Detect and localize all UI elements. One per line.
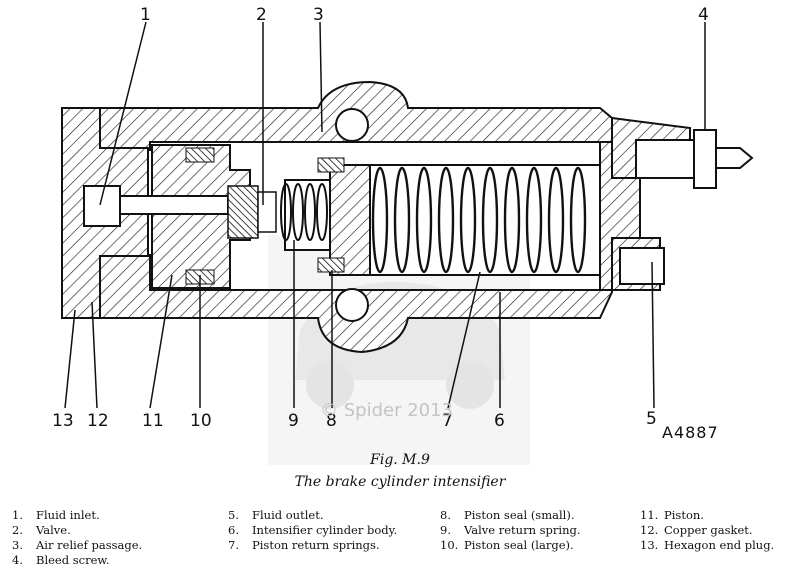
legend-text: Bleed screw. [36, 553, 110, 567]
watermark-text: © Spider 2013 [320, 400, 453, 421]
callout-3: 3 [313, 5, 324, 25]
valve [227, 185, 277, 239]
callout-5: 5 [646, 409, 657, 429]
legend-item: 7. Piston return springs. [228, 538, 397, 553]
legend-item: 8. Piston seal (small). [440, 508, 581, 523]
legend-text: Valve. [36, 523, 71, 537]
valve-return-spring [280, 183, 328, 241]
callout-8: 8 [326, 411, 337, 431]
legend-number: 6. [228, 523, 239, 537]
fluid-inlet-channel [83, 185, 229, 227]
legend-text: Intensifier cylinder body. [252, 523, 398, 537]
legend-number: 2. [12, 523, 23, 537]
legend-number: 9. [440, 523, 451, 537]
legend-number: 8. [440, 508, 451, 522]
legend-text: Air relief passage. [36, 538, 143, 552]
legend-column-4: 11. Piston. 12. Copper gasket. 13. Hexagon … [640, 508, 774, 553]
legend-column-1: 1. Fluid inlet. 2. Valve. 3. Air relief pas… [12, 508, 142, 568]
legend-text: Fluid inlet. [36, 508, 100, 522]
callout-7: 7 [442, 411, 453, 431]
legend-item: 4. Bleed screw. [12, 553, 142, 568]
legend-column-3: 8. Piston seal (small). 9. Valve return sp… [440, 508, 581, 553]
legend-item: 6. Intensifier cylinder body. [228, 523, 397, 538]
callout-1: 1 [140, 5, 151, 25]
legend-text: Piston return springs. [252, 538, 380, 552]
legend-item: 12. Copper gasket. [640, 523, 774, 538]
leader-lines [64, 21, 706, 409]
legend-number: 4. [12, 553, 23, 567]
legend: 1. Fluid inlet. 2. Valve. 3. Air relief pas… [0, 508, 800, 587]
legend-text: Piston seal (small). [464, 508, 575, 522]
legend-item: 11. Piston. [640, 508, 774, 523]
legend-number: 12. [640, 523, 659, 537]
legend-number: 10. [440, 538, 459, 552]
drawing-code: A4887 [662, 423, 719, 442]
legend-item: 1. Fluid inlet. [12, 508, 142, 523]
legend-number: 11. [640, 508, 659, 522]
figure-number: Fig. M.9 [369, 452, 430, 468]
figure-caption: The brake cylinder intensifier [295, 474, 507, 490]
callout-2: 2 [256, 5, 267, 25]
legend-text: Valve return spring. [464, 523, 581, 537]
callout-13: 13 [52, 411, 74, 431]
legend-text: Piston. [664, 508, 704, 522]
cylinder-body [61, 80, 691, 354]
callout-6: 6 [494, 411, 505, 431]
callout-11: 11 [142, 411, 164, 431]
legend-number: 7. [228, 538, 239, 552]
legend-item: 13. Hexagon end plug. [640, 538, 774, 553]
callout-4: 4 [698, 5, 709, 25]
bleed-screw [635, 129, 754, 189]
legend-column-2: 5. Fluid outlet. 6. Intensifier cylinder b… [228, 508, 397, 553]
legend-text: Piston seal (large). [464, 538, 574, 552]
legend-item: 10. Piston seal (large). [440, 538, 581, 553]
legend-item: 3. Air relief passage. [12, 538, 142, 553]
fluid-outlet [619, 247, 665, 285]
legend-text: Hexagon end plug. [664, 538, 775, 552]
legend-text: Fluid outlet. [252, 508, 324, 522]
legend-text: Copper gasket. [664, 523, 753, 537]
callout-12: 12 [87, 411, 109, 431]
legend-item: 9. Valve return spring. [440, 523, 581, 538]
intensifier-diagram: 1 2 3 4 5 6 7 8 9 10 11 12 13 A4887 © Sp… [52, 5, 754, 490]
legend-number: 3. [12, 538, 23, 552]
piston-seals [185, 147, 345, 285]
legend-number: 13. [640, 538, 659, 552]
legend-item: 5. Fluid outlet. [228, 508, 397, 523]
air-relief-passage [335, 108, 369, 322]
callout-10: 10 [190, 411, 212, 431]
legend-item: 2. Valve. [12, 523, 142, 538]
callout-9: 9 [288, 411, 299, 431]
piston-return-springs [371, 166, 587, 274]
legend-number: 5. [228, 508, 239, 522]
legend-number: 1. [12, 508, 23, 522]
